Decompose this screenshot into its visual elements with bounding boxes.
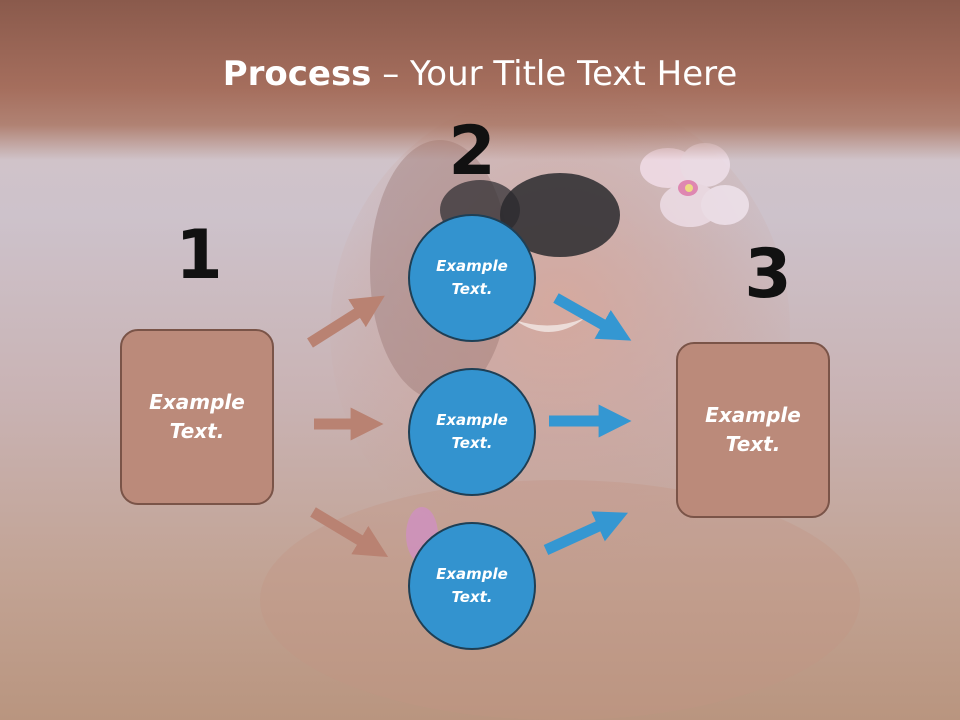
title-bold: Process [222,54,372,94]
slide-title: Process – Your Title Text Here [0,52,960,96]
title-rest: – Your Title Text Here [371,54,738,94]
step-1-box-text: Example Text. [149,390,245,443]
circle-text: Example Text. [436,565,508,606]
step-2-circle-bottom: Example Text. [408,522,536,650]
circle-text: Example Text. [436,257,508,298]
circle-text: Example Text. [436,411,508,452]
step-number-2: 2 [448,112,496,191]
arrow-1-to-2-bottom [310,507,389,558]
step-number-3: 3 [744,235,792,314]
step-2-circle-top: Example Text. [408,214,536,342]
arrow-2-bottom-to-3 [543,511,629,556]
step-number-1: 1 [175,216,223,295]
step-1-box: Example Text. [120,329,274,505]
title-band [0,0,960,160]
step-3-box-text: Example Text. [705,403,801,456]
step-3-box: Example Text. [676,342,830,518]
arrow-2-top-to-3 [553,293,632,341]
step-2-circle-middle: Example Text. [408,368,536,496]
arrow-1-to-2-top [307,295,385,348]
